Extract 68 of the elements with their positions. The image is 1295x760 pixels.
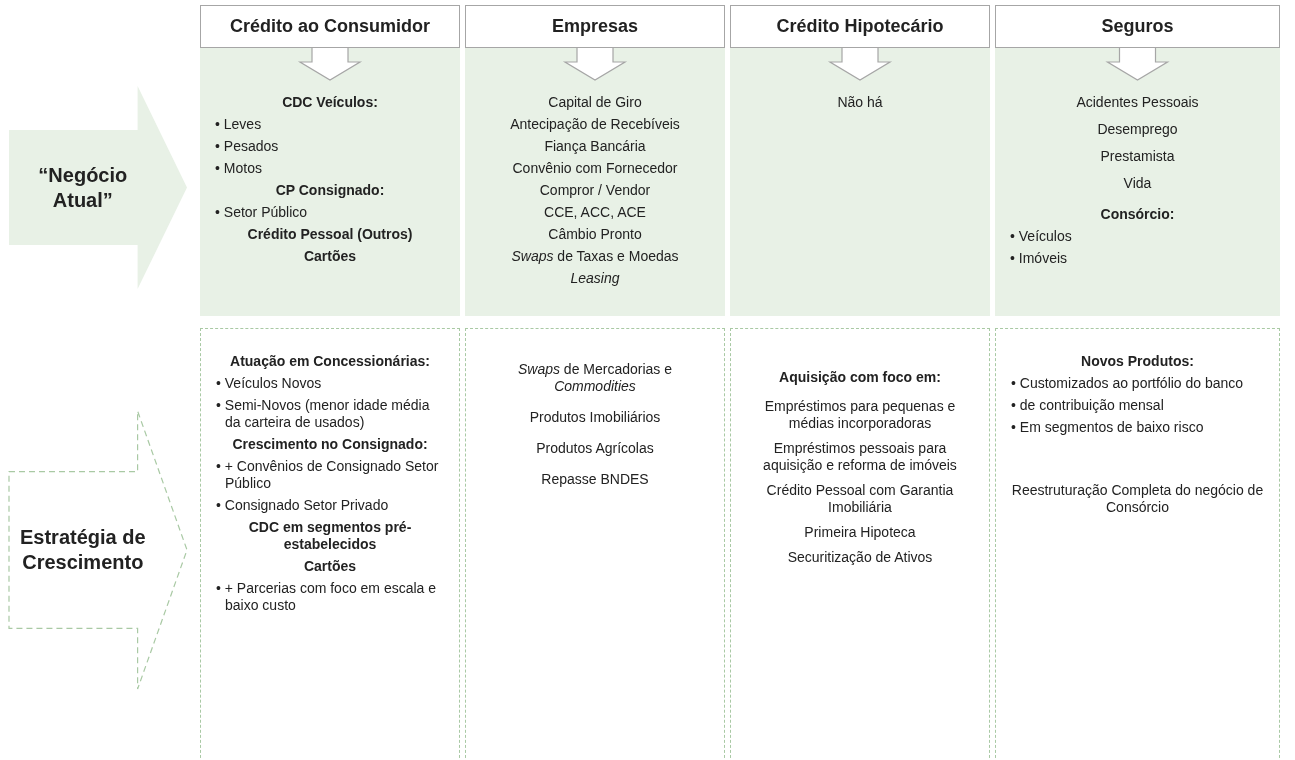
item-text: Vida [1122, 175, 1153, 192]
dashed-panel [730, 328, 990, 760]
item-text: Primeira Hipoteca [803, 524, 917, 541]
list-item: • Imóveis [1009, 250, 1069, 267]
section-heading: CDC Veículos: [281, 94, 379, 111]
list-item: • Veículos [1009, 228, 1073, 245]
item-text: Produtos Agrícolas [535, 440, 655, 457]
header-box [465, 5, 725, 48]
list-item: • Motos [214, 160, 263, 177]
section-heading: Aquisição com foco em: [778, 369, 942, 386]
header-box [730, 5, 990, 48]
header-text: Crédito ao Consumidor [230, 16, 430, 37]
header-text: Crédito Hipotecário [776, 16, 944, 37]
item-text: Securitização de Ativos [786, 549, 934, 566]
item-text: Leasing [569, 270, 621, 287]
section-heading: Cartões [302, 558, 358, 575]
item-text: Acidentes Pessoais [1075, 94, 1200, 111]
block-arrow [297, 47, 363, 81]
section-heading: Atuação em Concessionárias: [229, 353, 431, 370]
block-arrow [827, 47, 893, 81]
row-label: Estratégia de Crescimento [19, 525, 147, 575]
item-text: Empréstimos pessoais para aquisição e reforma de imóveis [762, 440, 958, 474]
block-arrow [1105, 47, 1170, 81]
list-item: • Setor Público [214, 204, 309, 221]
list-item: • Pesados [214, 138, 280, 155]
panel-background [995, 48, 1280, 316]
item-text: Antecipação de Recebíveis [509, 116, 681, 133]
item-text: Capital de Giro [547, 94, 643, 111]
list-item: • Consignado Setor Privado [215, 497, 390, 514]
item-text: Swaps de Taxas e Moedas [510, 248, 680, 265]
item-text: Produtos Imobiliários [528, 409, 662, 426]
list-item: • + Parcerias com foco em escala e baixo custo [215, 580, 438, 614]
header-box [995, 5, 1280, 48]
header-box [200, 5, 460, 48]
section-heading: Consórcio: [1099, 206, 1176, 223]
list-item: • + Convênios de Consignado Setor Público [215, 458, 440, 492]
header-text: Seguros [1101, 16, 1174, 37]
item-text: Prestamista [1099, 148, 1176, 165]
list-item: • Customizados ao portfólio do banco [1010, 375, 1245, 392]
list-item: • de contribuição mensal [1010, 397, 1165, 414]
section-heading: Crédito Pessoal (Outros) [246, 226, 414, 243]
list-item: • Veículos Novos [215, 375, 323, 392]
item-text: CCE, ACC, ACE [543, 204, 647, 221]
item-text: Não há [836, 94, 884, 111]
section-heading: Cartões [302, 248, 358, 265]
item-text: Fiança Bancária [543, 138, 647, 155]
section-heading: CDC em segmentos pré-estabelecidos [247, 519, 413, 553]
dashed-panel [995, 328, 1280, 760]
item-text: Crédito Pessoal com Garantia Imobiliária [765, 482, 955, 516]
section-heading: Novos Produtos: [1080, 353, 1195, 370]
item-text: Convênio com Fornecedor [511, 160, 679, 177]
item-text: Repasse BNDES [540, 471, 650, 488]
header-text: Empresas [551, 16, 639, 37]
dashed-panel [465, 328, 725, 760]
block-arrow [562, 47, 628, 81]
list-item: • Leves [214, 116, 263, 133]
item-text: Câmbio Pronto [547, 226, 643, 243]
item-text: Empréstimos para pequenas e médias incorporadoras [763, 398, 957, 432]
item-text: Desemprego [1096, 121, 1179, 138]
section-heading: CP Consignado: [274, 182, 386, 199]
list-item: • Semi-Novos (menor idade média da carteira de usados) [215, 397, 431, 431]
item-text: Swaps de Mercadorias e Commodities [516, 361, 674, 395]
item-text: Reestruturação Completa do negócio de Consórcio [1010, 482, 1265, 516]
dashed-panel [200, 328, 460, 760]
list-item: • Em segmentos de baixo risco [1010, 419, 1205, 436]
section-heading: Crescimento no Consignado: [231, 436, 429, 453]
row-label: “Negócio Atual” [37, 162, 129, 213]
item-text: Compror / Vendor [538, 182, 652, 199]
